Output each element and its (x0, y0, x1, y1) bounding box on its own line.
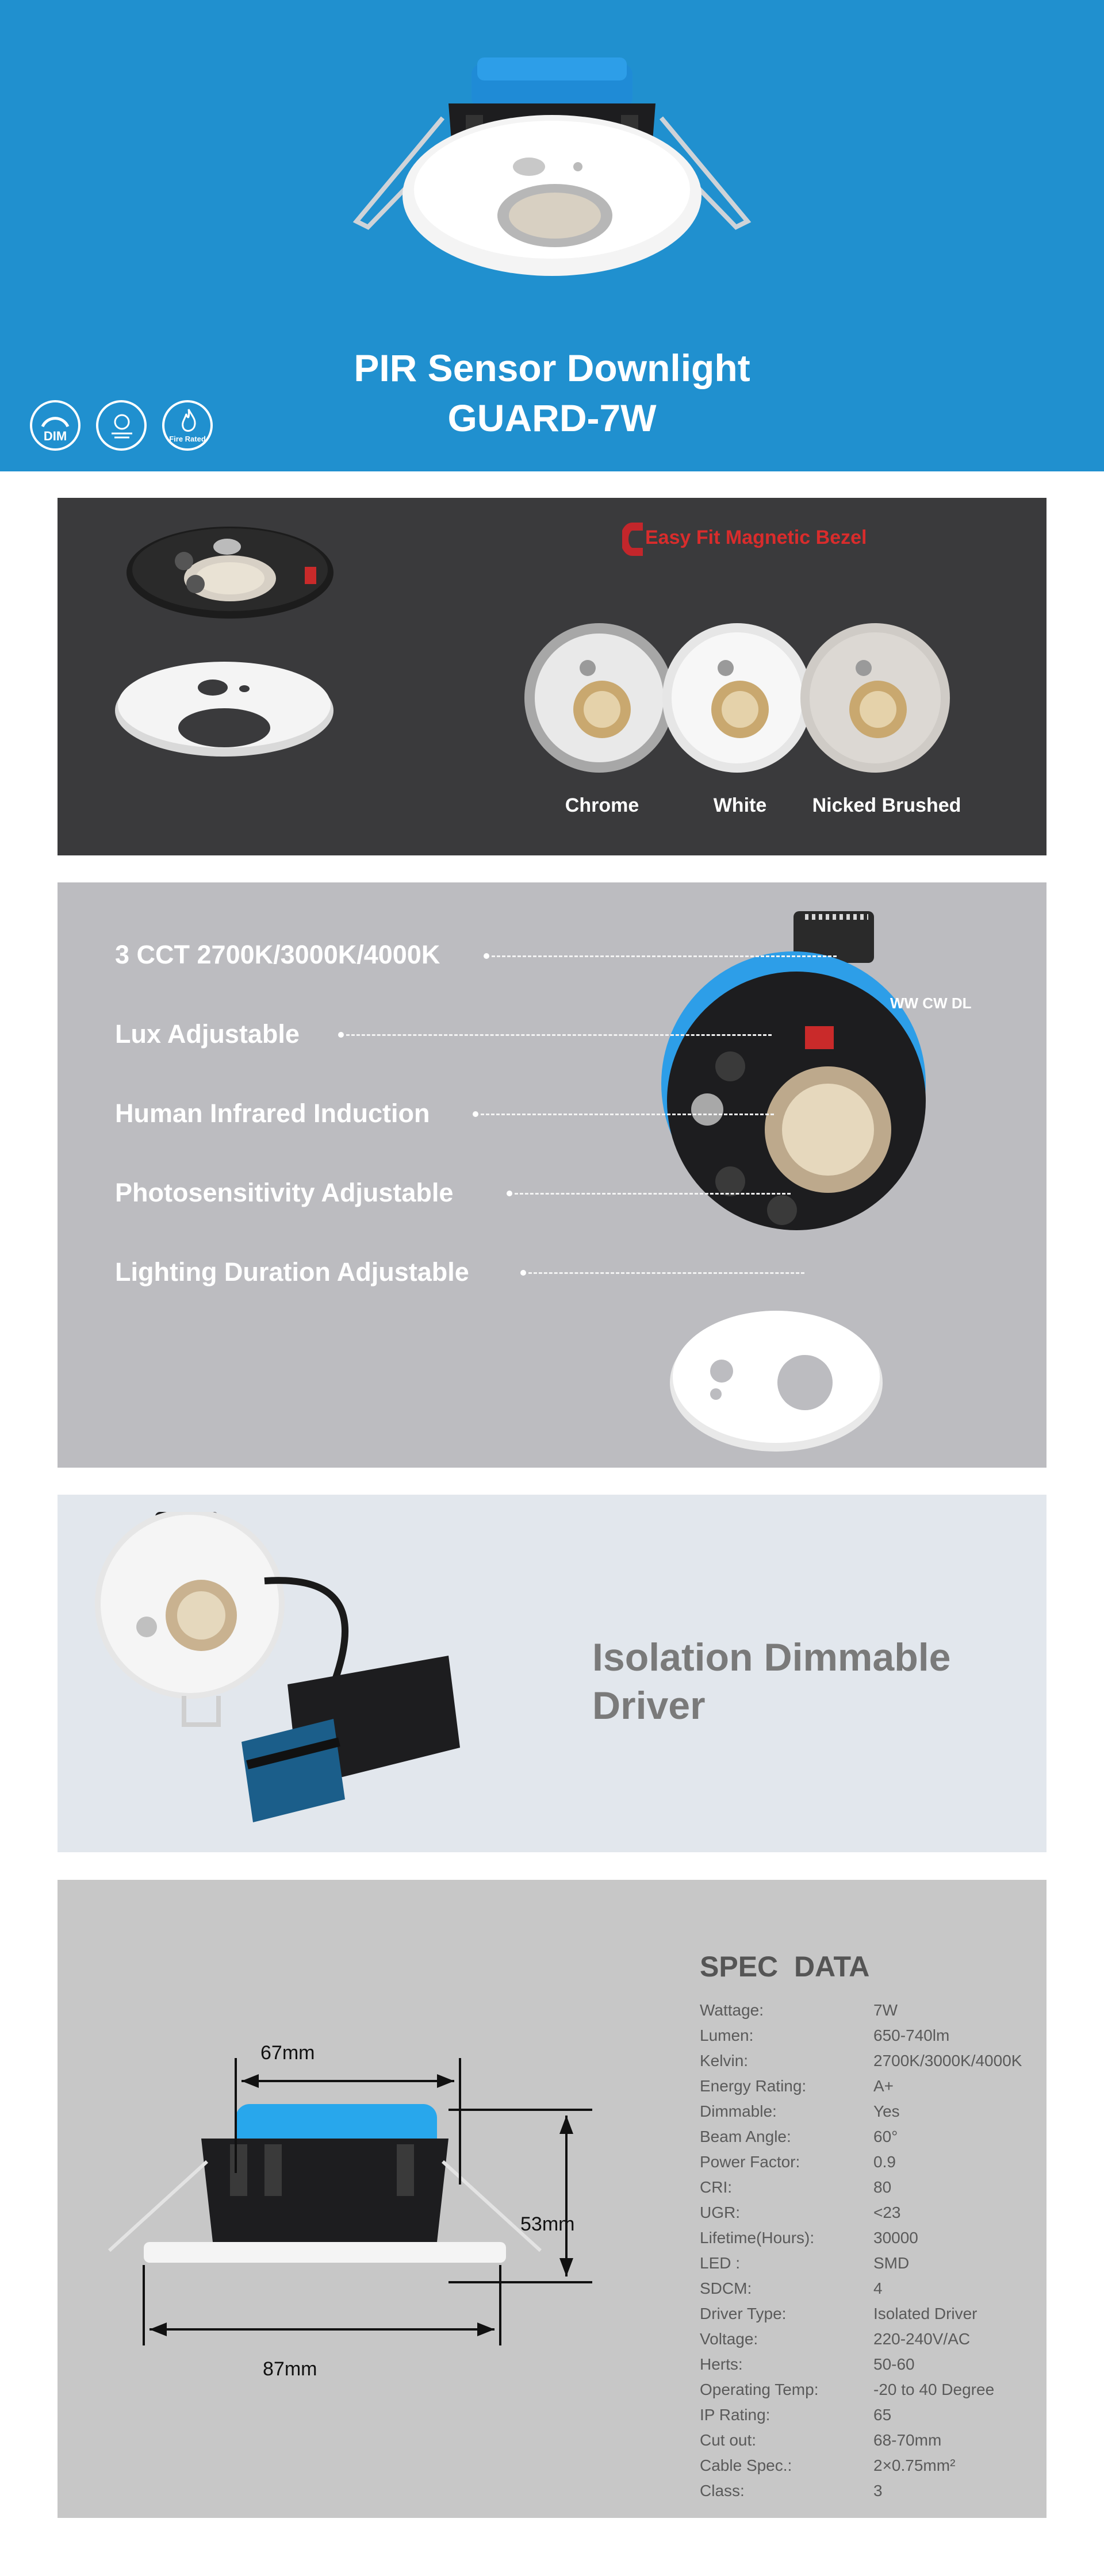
downlight-back-view-image (661, 911, 926, 1452)
hero-title-line1: PIR Sensor Downlight (354, 347, 750, 389)
fire-rated-icon: Fire Rated (162, 400, 213, 451)
feature-dot (507, 1191, 512, 1196)
finish-chrome-label: Chrome (565, 794, 639, 816)
fire-rated-label: Fire Rated (169, 435, 206, 443)
spec-row: IP Rating:65 (700, 2406, 892, 2424)
dim-bottom-width: 87mm (263, 2358, 317, 2380)
feature-dot (484, 953, 489, 959)
spec-row: UGR:<23 (700, 2203, 901, 2221)
magnetic-bezel-panel: Easy Fit Magnetic Bezel Chrome White Nic… (57, 498, 1046, 855)
driver-title-line2: Driver (592, 1684, 706, 1727)
hero-banner: PIR Sensor Downlight GUARD-7W DIM Fire R… (0, 0, 1104, 471)
dim-height: 53mm (520, 2213, 575, 2235)
spec-row: LED :SMD (700, 2254, 910, 2272)
spec-panel: 67mm 53mm 87mm SPEC DATA Wattage:7W Lume… (57, 1880, 1046, 2518)
feature-cct: 3 CCT 2700K/3000K/4000K (115, 940, 440, 969)
dim-icon: DIM (30, 400, 80, 451)
spec-row: Wattage:7W (700, 2001, 898, 2019)
spec-row: Kelvin:2700K/3000K/4000K (700, 2052, 1022, 2070)
spec-row: Cut out:68-70mm (700, 2431, 942, 2449)
spec-row: SDCM:4 (700, 2279, 883, 2297)
feature-dot (520, 1270, 526, 1276)
spec-row: CRI:80 (700, 2178, 892, 2196)
downlight-product-image (352, 57, 752, 276)
spec-row: Lumen:650-740lm (700, 2026, 950, 2044)
spec-row: Cable Spec.:2×0.75mm² (700, 2456, 956, 2474)
hero-title-line2: GUARD-7W (447, 397, 657, 439)
spec-row: Class:3 (700, 2482, 883, 2500)
cct-switch-labels: WW CW DL (890, 995, 972, 1012)
driver-title-line1: Isolation Dimmable (592, 1636, 951, 1679)
feature-leader-line (492, 955, 837, 957)
feature-dot (473, 1111, 478, 1117)
spec-row: Operating Temp:-20 to 40 Degree (700, 2381, 995, 2398)
spec-row: Dimmable:Yes (700, 2102, 900, 2120)
spec-row: Beam Angle:60° (700, 2128, 898, 2145)
bezel-finish-options-image (524, 623, 950, 773)
spec-row: Herts:50-60 (700, 2355, 915, 2373)
spec-title: SPEC DATA (700, 1951, 870, 1983)
feature-dot (338, 1032, 344, 1038)
sensor-icon (96, 400, 147, 451)
spec-row: Lifetime(Hours):30000 (700, 2229, 918, 2247)
spec-row: Voltage:220-240V/AC (700, 2330, 971, 2348)
spec-row: Energy Rating:A+ (700, 2077, 894, 2095)
magnet-icon (622, 523, 643, 556)
feature-leader-line (528, 1272, 804, 1274)
dimension-drawing (108, 2058, 592, 2345)
spec-row: Power Factor:0.9 (700, 2153, 896, 2171)
feature-duration: Lighting Duration Adjustable (115, 1257, 469, 1287)
feature-leader-line (346, 1034, 772, 1036)
feature-leader-line (481, 1114, 774, 1115)
feature-lux: Lux Adjustable (115, 1019, 300, 1049)
finish-nicked-brushed-label: Nicked Brushed (812, 794, 961, 816)
features-panel: WW CW DL 3 CCT 2700K/3000K/4000K Lux Adj… (57, 882, 1046, 1468)
downlight-with-driver-image (95, 1512, 460, 1822)
driver-panel: Isolation Dimmable Driver (57, 1495, 1046, 1852)
bezel-headline: Easy Fit Magnetic Bezel (645, 527, 867, 548)
spec-row: Driver Type:Isolated Driver (700, 2305, 977, 2322)
feature-infrared: Human Infrared Induction (115, 1099, 430, 1128)
dim-top-width: 67mm (260, 2042, 315, 2064)
feature-leader-line (515, 1193, 791, 1195)
finish-white-label: White (713, 794, 767, 816)
exploded-bezel-image (115, 527, 334, 757)
dim-label: DIM (43, 429, 67, 443)
feature-photosensitivity: Photosensitivity Adjustable (115, 1178, 454, 1207)
